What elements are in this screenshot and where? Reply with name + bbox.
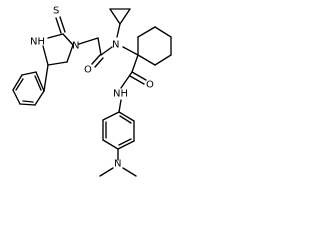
dimethylamino-nitrogen-label: N (114, 159, 121, 170)
n1-ch2-bond (78, 37, 99, 45)
cyclohexane-ring (137, 26, 172, 66)
acetyl-oxygen-label: O (84, 65, 92, 76)
para-phenylene-ring (102, 111, 135, 150)
acetyl-double-bond-b (94, 57, 104, 68)
chemical-structure-diagram: S NH N O N O NH N (12, 6, 172, 177)
anilide-nh-label: NH (113, 89, 128, 100)
imidazolidine-nh-label: NH (30, 37, 45, 48)
structure-canvas: S NH N O N O NH N (0, 0, 179, 183)
carbonyl-amide-n-bond (100, 46, 113, 56)
carboxamide-nh-bond (120, 71, 133, 89)
amide-n-c1-bond (122, 46, 139, 56)
n-methyl-left-bond (99, 167, 114, 177)
nh-aryl-bond (118, 99, 122, 113)
phenyl-c4-bond (43, 64, 49, 92)
carboxamide-oxygen-label: O (146, 80, 154, 91)
imidazolidine-ring (42, 33, 74, 66)
thione-double-bond-b (59, 16, 66, 33)
imidazolidine-n-label: N (72, 41, 79, 52)
carboxamide-double-bond-b (129, 75, 145, 85)
n-methyl-right-bond (122, 167, 137, 177)
amide-nitrogen-label: N (112, 40, 119, 51)
thione-sulfur-label: S (53, 6, 59, 17)
acetyl-double-bond-a (91, 54, 101, 65)
cyclopropyl-ring (109, 8, 131, 38)
carboxamide-double-bond-a (131, 71, 147, 81)
c1-carboxamide-bond (131, 54, 139, 73)
phenyl-ring (12, 71, 45, 106)
thione-double-bond-a (55, 17, 62, 34)
ch2-carbonyl-bond (97, 37, 102, 56)
